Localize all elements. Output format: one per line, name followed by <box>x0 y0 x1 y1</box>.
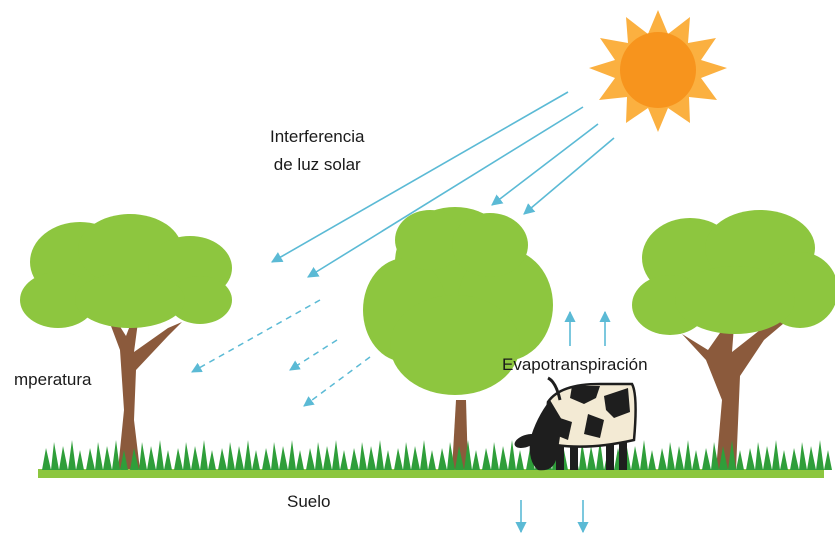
evapotranspiration-label: Evapotranspiración <box>502 355 648 374</box>
grass-tuft <box>130 440 172 470</box>
grass-tuft <box>394 440 436 470</box>
grass-tuft <box>262 440 304 470</box>
grass-tuft <box>702 440 744 470</box>
sunlight-interference-label: Interferencia de luz solar <box>270 123 365 179</box>
tree-icon <box>20 214 232 470</box>
sunlight-label-line1: Interferencia <box>270 127 365 146</box>
sun-icon <box>589 10 727 132</box>
grass-tuft <box>790 440 832 470</box>
grass-tuft <box>570 440 612 470</box>
soil-label: Suelo <box>287 492 331 511</box>
shade-arrows <box>191 299 371 407</box>
infiltration-arrows <box>515 500 589 534</box>
grass-row <box>42 440 832 470</box>
grass-tuft <box>438 440 480 470</box>
grass-tuft <box>306 440 348 470</box>
ground-strip <box>38 469 824 478</box>
grass-tuft <box>174 440 216 470</box>
sun-core <box>620 32 696 108</box>
tree-icon <box>632 210 835 470</box>
grass-tuft <box>42 440 84 470</box>
sunlight-label-line2: de luz solar <box>273 155 361 174</box>
grass-tuft <box>86 440 128 470</box>
grass-tuft <box>658 440 700 470</box>
grass-tuft <box>746 440 788 470</box>
cow-icon <box>514 376 637 471</box>
tree-icon <box>363 207 553 470</box>
temperature-label: mperatura <box>14 370 92 389</box>
sunlight-arrows <box>271 91 615 278</box>
grass-tuft <box>482 440 524 470</box>
evaporation-arrows <box>564 310 611 346</box>
grass-tuft <box>350 440 392 470</box>
grass-tuft <box>218 440 260 470</box>
